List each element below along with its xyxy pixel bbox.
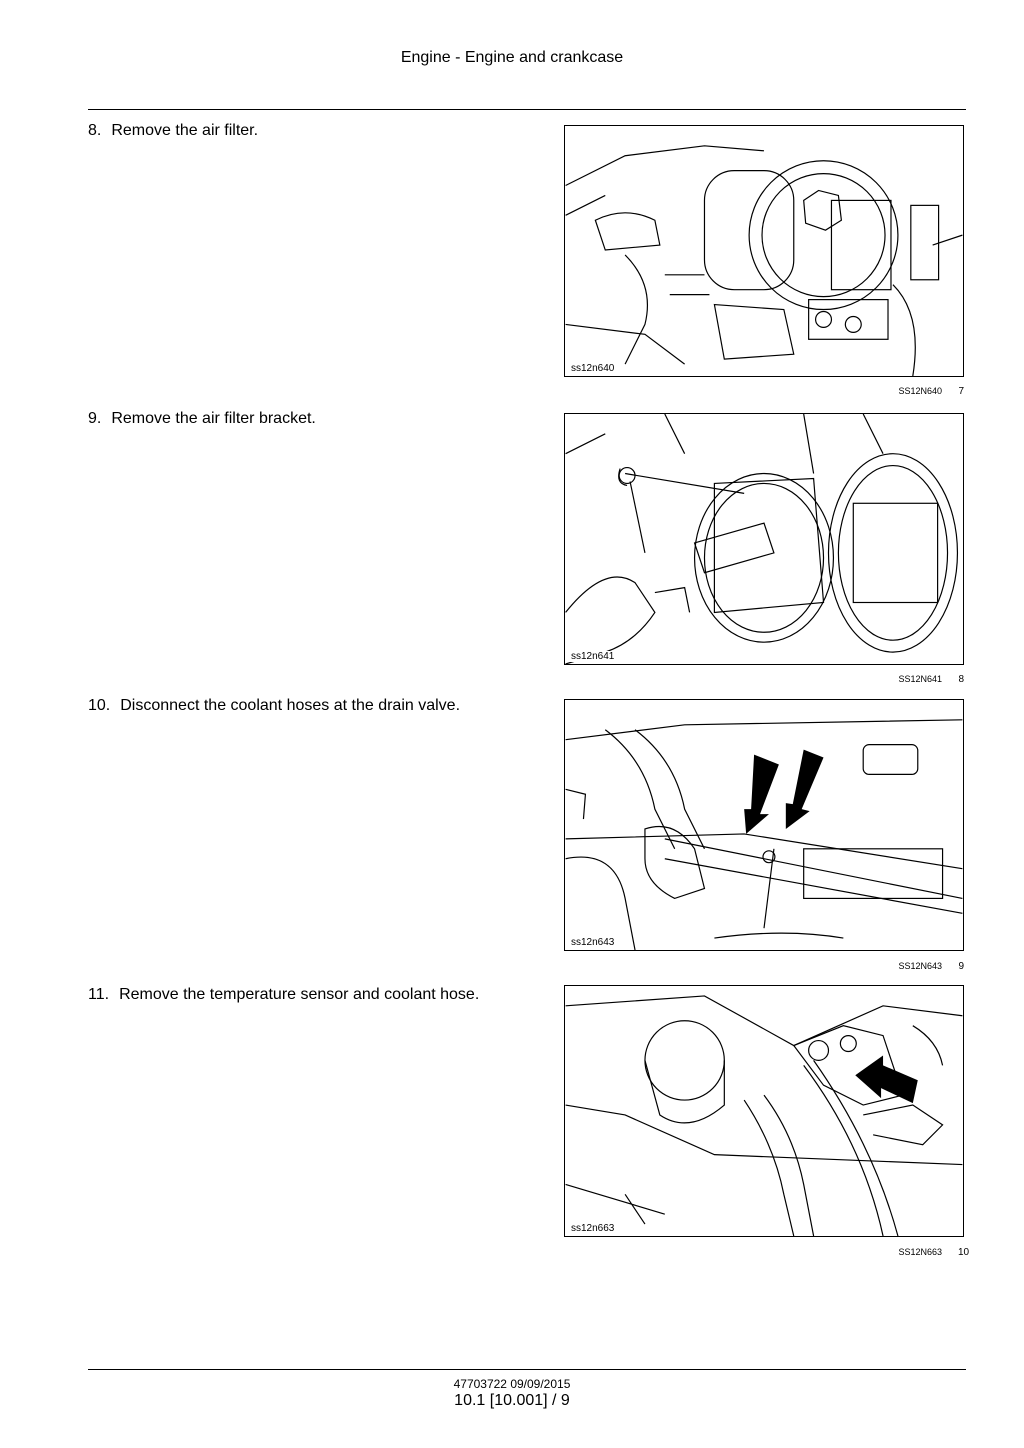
footer-rule (88, 1369, 966, 1370)
temperature-sensor-illustration (565, 995, 963, 1236)
header-rule (88, 109, 966, 110)
step-9: 9. Remove the air filter bracket. (88, 410, 316, 428)
coolant-hoses-illustration (565, 719, 963, 950)
caption-code: SS12N640 (898, 386, 942, 396)
bracket-illustration (565, 414, 959, 664)
step-10: 10. Disconnect the coolant hoses at the d… (88, 697, 460, 715)
figure-id: ss12n663 (569, 1223, 617, 1234)
figure-id: ss12n641 (569, 651, 617, 662)
caption-number: 9 (958, 961, 964, 972)
step-text: Remove the temperature sensor and coolan… (119, 986, 480, 1003)
air-filter-illustration (565, 145, 963, 376)
figure-temperature-sensor: ss12n663 (564, 985, 964, 1237)
figure-air-filter: ss12n640 (564, 125, 964, 377)
figure-coolant-hoses: ss12n643 (564, 699, 964, 951)
figure-caption-10: SS12N663 10 (564, 1247, 970, 1258)
step-11: 11. Remove the temperature sensor and coo… (88, 986, 479, 1004)
caption-number: 8 (958, 674, 964, 685)
footer-document-code: 47703722 09/09/2015 (453, 1377, 571, 1391)
figure-id: ss12n640 (569, 363, 617, 374)
step-8: 8. Remove the air filter. (88, 122, 258, 140)
caption-code: SS12N663 (898, 1247, 942, 1257)
step-number: 9. (88, 410, 102, 427)
step-number: 8. (88, 122, 102, 139)
caption-number: 7 (958, 386, 964, 397)
step-text: Disconnect the coolant hoses at the drai… (120, 697, 461, 714)
caption-number: 10 (958, 1247, 970, 1258)
step-text: Remove the air filter bracket. (111, 410, 316, 427)
figure-caption-8: SS12N641 8 (564, 674, 964, 685)
caption-code: SS12N641 (898, 674, 942, 684)
figure-air-filter-bracket: ss12n641 (564, 413, 964, 665)
figure-caption-9: SS12N643 9 (564, 961, 964, 972)
footer-page-number: 10.1 [10.001] / 9 (454, 1392, 570, 1409)
step-text: Remove the air filter. (111, 122, 259, 139)
figure-caption-7: SS12N640 7 (564, 386, 964, 397)
page-header-title: Engine - Engine and crankcase (400, 49, 624, 66)
figure-id: ss12n643 (569, 937, 617, 948)
step-number: 10. (88, 697, 111, 714)
caption-code: SS12N643 (898, 961, 942, 971)
step-number: 11. (88, 986, 110, 1003)
